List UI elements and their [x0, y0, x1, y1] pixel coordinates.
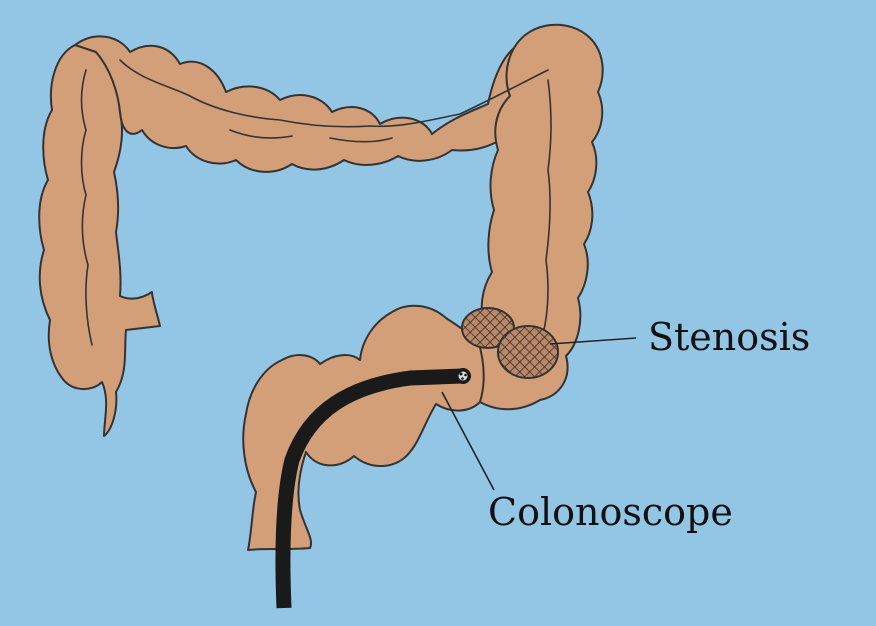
- colonoscope-label: Colonoscope: [488, 490, 733, 534]
- camera-lens-icon: [455, 368, 471, 384]
- stenosis-label: Stenosis: [648, 315, 810, 359]
- stenosis-mesh-lower: [498, 326, 558, 378]
